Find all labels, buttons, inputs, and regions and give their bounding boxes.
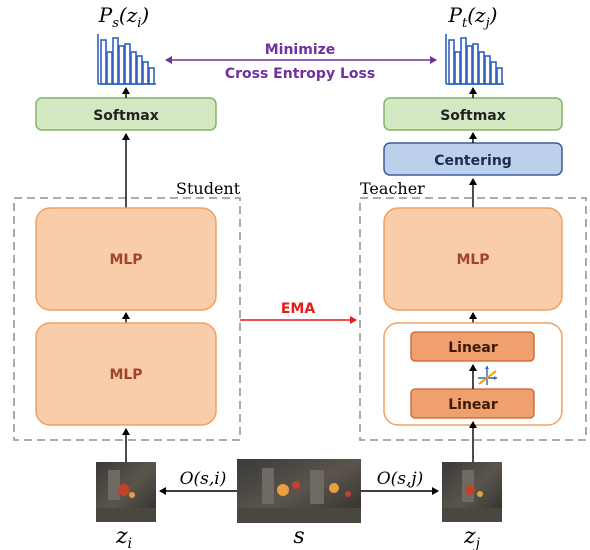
var-s: s [293,524,304,549]
teacher-mlp-label: MLP [456,252,489,268]
teacher-centering-label: Centering [434,153,512,169]
aug-label-left: O(s,i) [180,469,227,489]
image-s [237,459,361,523]
teacher-output-prob: Pt(zj) [448,3,498,31]
nonlinearity-icon [478,366,497,385]
teacher-histogram-icon [445,34,504,85]
student-mlp-top-box [35,207,217,311]
student-mlp-bottom-box [35,322,217,426]
ema-label: EMA [281,301,315,317]
student-mlp-top-label: MLP [109,252,142,268]
var-zi: zi [115,524,132,550]
image-zj [442,462,502,522]
teacher-softmax-label: Softmax [440,108,506,124]
aug-label-right: O(s,j) [377,469,424,489]
teacher-mlp-box [383,207,563,311]
loss-label-line1: Minimize [265,42,336,58]
student-mlp-bottom-label: MLP [109,367,142,383]
student-histogram-icon [97,34,156,85]
student-group-label: Student [176,179,241,198]
teacher-linear-top-label: Linear [448,340,498,356]
teacher-group-label: Teacher [360,179,425,198]
student-softmax-label: Softmax [93,108,159,124]
var-zj: zj [463,524,481,550]
student-output-prob: Ps(zi) [98,3,149,31]
loss-label-line2: Cross Entropy Loss [225,66,375,82]
teacher-linear-bottom-label: Linear [448,397,498,413]
teacher-linear-top-box [410,331,535,362]
image-zi [96,462,156,522]
